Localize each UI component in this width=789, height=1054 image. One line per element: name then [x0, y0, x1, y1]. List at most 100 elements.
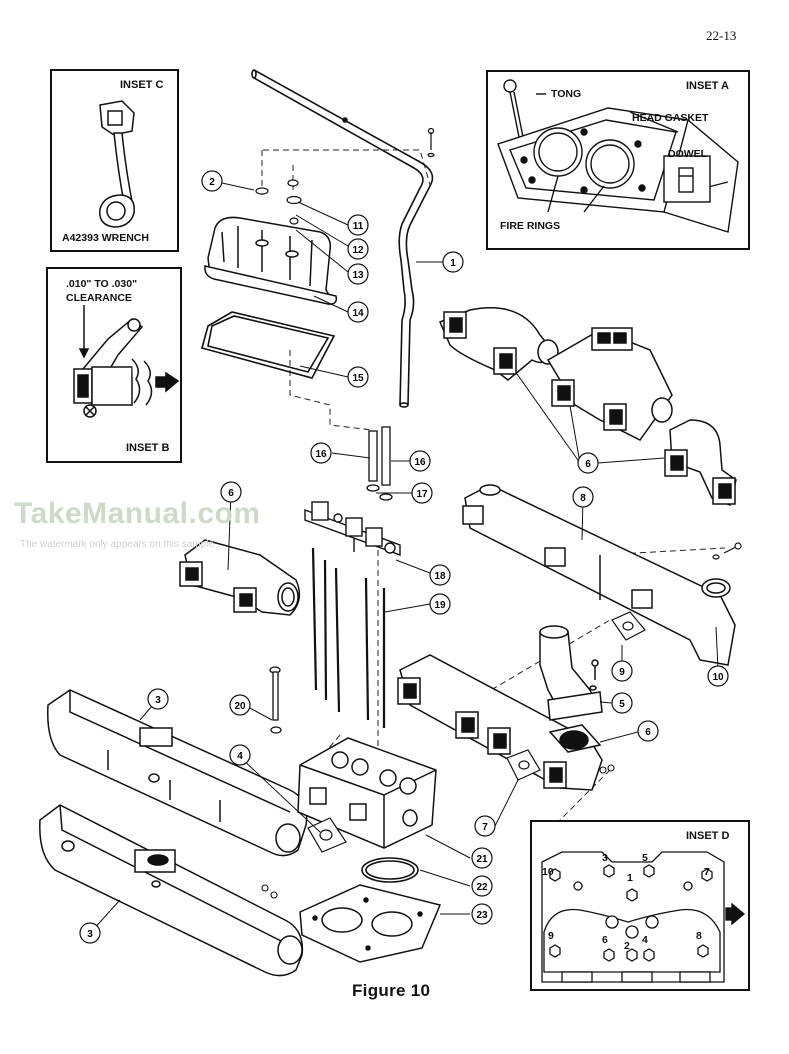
- callout-7: 7: [474, 815, 496, 837]
- callout-15: 15: [347, 366, 369, 388]
- callout-label: 15: [352, 373, 364, 384]
- exhaust-manifold-front: [397, 654, 603, 791]
- dowel-label: DOWEL: [668, 148, 708, 160]
- callout-label: 14: [352, 308, 364, 319]
- sequence-3: 3: [602, 852, 608, 864]
- head-gasket-label: HEAD GASKET: [632, 112, 709, 124]
- manifold-gasket: [506, 749, 541, 781]
- figure-caption: Figure 10: [352, 981, 431, 1000]
- callout-20: 20: [229, 694, 251, 716]
- clearance-line-1: .010" TO .030": [66, 278, 138, 290]
- clearance-line-2: CLEARANCE: [66, 292, 132, 304]
- callout-8: 8: [572, 486, 594, 508]
- callout-13: 13: [347, 263, 369, 285]
- manifold-bolt: [712, 542, 742, 560]
- inset-a: INSET A TONG: [486, 70, 750, 250]
- callout-5: 5: [611, 692, 633, 714]
- small-bolt: [427, 127, 435, 158]
- inset-title: INSET A: [686, 80, 729, 92]
- wrench-label: A42393 WRENCH: [62, 232, 149, 244]
- callout-12: 12: [347, 238, 369, 260]
- callout-label: 13: [352, 270, 364, 281]
- callout-21: 21: [471, 847, 493, 869]
- rocker-arm-assembly: [304, 501, 401, 557]
- callout-16b: 16: [409, 450, 431, 472]
- callout-19: 19: [429, 593, 451, 615]
- valve-cover-gasket: [201, 311, 336, 379]
- callout-2: 2: [201, 170, 223, 192]
- callout-label: 16: [414, 457, 426, 468]
- torque-sequence-illustration: [541, 851, 746, 983]
- callout-label: 6: [228, 488, 234, 499]
- callout-label: 16: [315, 449, 327, 460]
- callout-label: 4: [237, 751, 243, 762]
- cylinder-head: [297, 737, 437, 849]
- manifold-gasket-left: [307, 817, 347, 853]
- water-manifold-lower: [39, 804, 304, 977]
- callout-label: 8: [580, 493, 586, 504]
- callout-label: 19: [434, 600, 446, 611]
- callout-16a: 16: [310, 442, 332, 464]
- sequence-8: 8: [696, 930, 702, 942]
- callout-3a: 3: [147, 688, 169, 710]
- sequence-4: 4: [642, 934, 648, 946]
- callout-label: 5: [619, 699, 625, 710]
- callout-1: 1: [442, 251, 464, 273]
- head-gasket: [299, 884, 442, 963]
- callout-label: 20: [234, 701, 246, 712]
- sequence-1: 1: [627, 872, 633, 884]
- inset-c: INSET C A42393 WRENCH: [50, 69, 179, 252]
- head-bolt: [269, 666, 282, 734]
- callout-label: 6: [585, 459, 591, 470]
- exhaust-manifold-end: [179, 539, 301, 616]
- exhaust-manifold-sections: [439, 307, 737, 507]
- lower-nuts: [261, 884, 278, 899]
- breather-tube: [251, 69, 434, 408]
- callout-label: 10: [712, 672, 724, 683]
- callout-label: 23: [476, 910, 488, 921]
- callout-label: 7: [482, 822, 488, 833]
- sequence-5: 5: [642, 852, 648, 864]
- washers-and-nuts: [255, 179, 302, 225]
- rocker-studs: [366, 426, 393, 501]
- callout-label: 12: [352, 245, 364, 256]
- rocker-clearance-illustration: [73, 305, 180, 418]
- callout-label: 6: [645, 727, 651, 738]
- watermark-brand: TakeManual.com: [14, 497, 261, 530]
- exhaust-elbow: [539, 625, 603, 721]
- page-number: 22-13: [706, 28, 737, 43]
- callout-17: 17: [411, 482, 433, 504]
- valve-cover: [204, 216, 338, 305]
- callout-6a: 6: [220, 481, 242, 503]
- sequence-6: 6: [602, 934, 608, 946]
- inset-title: INSET D: [686, 830, 730, 842]
- callout-10: 10: [707, 665, 729, 687]
- sequence-2: 2: [624, 940, 630, 952]
- inset-title: INSET C: [120, 79, 164, 91]
- callout-3b: 3: [79, 922, 101, 944]
- inset-d: INSET D: [530, 820, 750, 991]
- callout-label: 3: [87, 929, 93, 940]
- callout-6b: 6: [577, 452, 599, 474]
- head-gasket-illustration: [497, 79, 739, 233]
- callout-11: 11: [347, 214, 369, 236]
- water-manifold-upper: [47, 689, 308, 857]
- o-ring: [361, 857, 419, 883]
- callout-14: 14: [347, 301, 369, 323]
- callout-label: 3: [155, 695, 161, 706]
- callout-22: 22: [471, 875, 493, 897]
- sequence-9: 9: [548, 930, 554, 942]
- watermark-note: The watermark only appears on this sampl…: [20, 539, 214, 550]
- outlet-gasket: [611, 611, 646, 641]
- callout-label: 18: [434, 571, 446, 582]
- manifold-nuts: [599, 764, 615, 774]
- sequence-10: 10: [542, 866, 554, 878]
- callout-label: 11: [353, 221, 364, 232]
- callout-4: 4: [229, 744, 251, 766]
- callout-label: 17: [416, 489, 428, 500]
- push-rods: [311, 547, 386, 728]
- callout-18: 18: [429, 564, 451, 586]
- sequence-7: 7: [704, 866, 710, 878]
- callout-label: 21: [476, 854, 488, 865]
